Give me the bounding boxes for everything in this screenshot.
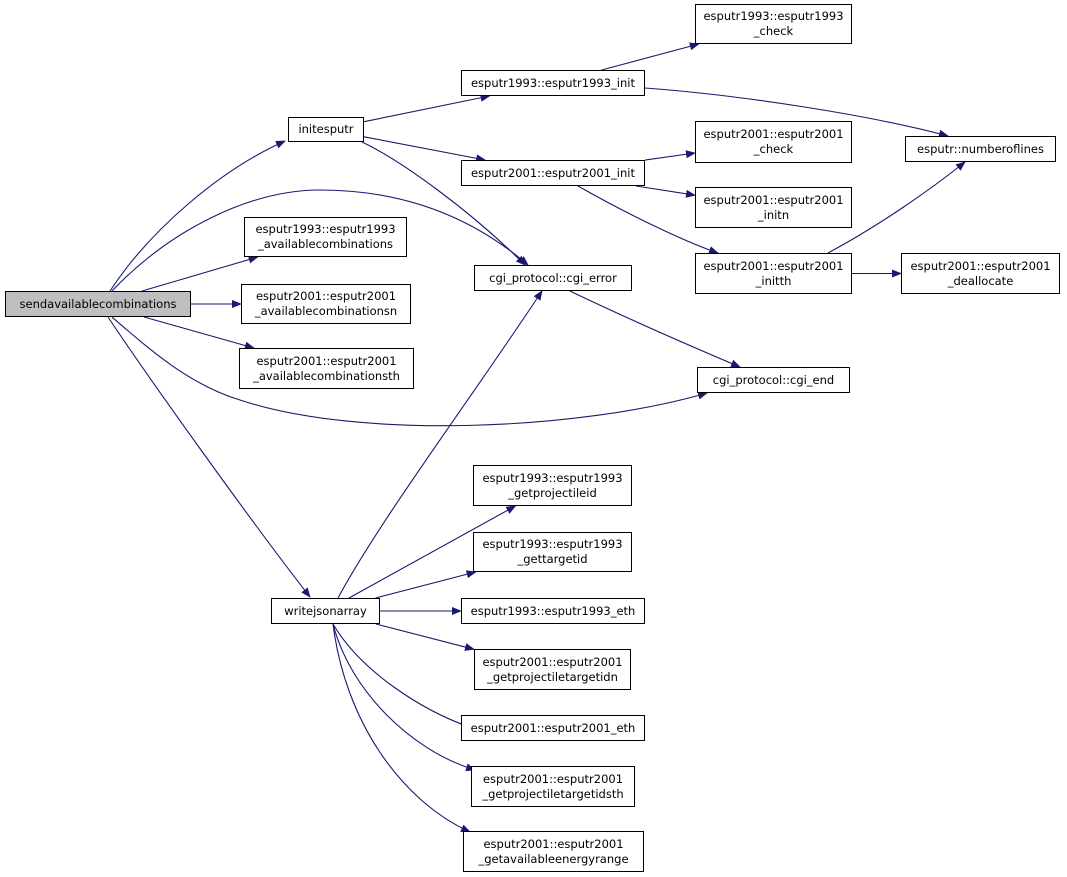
node-esputr2001-availablecombinationsn[interactable]: esputr2001::esputr2001 _availablecombina… xyxy=(241,284,411,324)
node-label: esputr1993::esputr1993 xyxy=(482,470,623,485)
node-label: _availablecombinationsn xyxy=(254,304,398,318)
edge-e01_init-to-e01_initn xyxy=(636,185,696,198)
node-writejsonarray[interactable]: writejsonarray xyxy=(271,598,380,624)
node-label: _gettargetid xyxy=(517,552,588,566)
edge-root-to-initesputr xyxy=(109,140,286,292)
node-label: _initth xyxy=(755,273,792,288)
node-esputr1993-eth[interactable]: esputr1993::esputr1993_eth xyxy=(461,598,645,624)
edge-initesputr-to-cgi_error xyxy=(361,141,526,266)
edge-root-to-writejsonarray xyxy=(107,316,311,598)
node-esputr2001-eth[interactable]: esputr2001::esputr2001_eth xyxy=(461,715,645,741)
node-esputr2001-init[interactable]: esputr2001::esputr2001_init xyxy=(461,160,645,186)
node-label: esputr2001::esputr2001 xyxy=(703,192,844,207)
edge-initesputr-to-e93_init xyxy=(363,93,491,123)
node-esputr1993-gettargetid[interactable]: esputr1993::esputr1993 _gettargetid xyxy=(473,532,632,572)
edge-writejsonarray-to-e93_gettarget xyxy=(375,570,477,599)
node-cgi-end[interactable]: cgi_protocol::cgi_end xyxy=(697,367,850,393)
node-esputr1993-check[interactable]: esputr1993::esputr1993 _check xyxy=(695,4,852,44)
edge-e01_initth-to-numberoflines xyxy=(827,161,966,254)
node-label: esputr1993::esputr1993 xyxy=(255,222,396,236)
node-label: _getprojectiletargetidn xyxy=(487,669,618,684)
node-label: _availablecombinationsth xyxy=(253,368,400,383)
node-label: cgi_protocol::cgi_error xyxy=(489,270,617,285)
node-esputr-numberoflines[interactable]: esputr::numberoflines xyxy=(905,136,1056,162)
node-esputr2001-getprojectiletargetidsth[interactable]: esputr2001::esputr2001 _getprojectiletar… xyxy=(471,766,635,807)
node-sendavailablecombinations[interactable]: sendavailablecombinations xyxy=(5,291,191,317)
node-label: cgi_protocol::cgi_end xyxy=(712,372,835,387)
node-label: esputr1993::esputr1993 xyxy=(703,9,844,23)
node-label: esputr2001::esputr2001 xyxy=(703,127,844,141)
node-esputr2001-deallocate[interactable]: esputr2001::esputr2001 _deallocate xyxy=(901,253,1060,294)
node-label: _getprojectiletargetidsth xyxy=(482,786,624,801)
node-label: esputr1993::esputr1993 xyxy=(482,537,623,551)
edge-root-to-cgi_error xyxy=(111,189,529,292)
node-label: esputr2001::esputr2001 xyxy=(255,289,397,303)
node-esputr2001-availablecombinationsth[interactable]: esputr2001::esputr2001 _availablecombina… xyxy=(239,348,414,389)
node-label: esputr2001::esputr2001 xyxy=(910,258,1051,273)
node-label: _initn xyxy=(757,207,790,222)
node-initesputr[interactable]: initesputr xyxy=(288,117,364,142)
edge-cgi_error-to-cgi_end xyxy=(569,290,741,368)
edge-writejsonarray-to-e01_getenergy xyxy=(332,623,471,833)
node-label: _getavailableenergyrange xyxy=(478,851,629,866)
node-label: sendavailablecombinations xyxy=(19,296,177,311)
node-label: esputr1993::esputr1993_eth xyxy=(470,603,636,618)
edge-root-to-e93_avail xyxy=(141,255,259,292)
node-label: esputr2001::esputr2001_init xyxy=(470,165,635,180)
node-label: esputr1993::esputr1993_init xyxy=(470,75,635,90)
node-label: _check xyxy=(753,142,794,156)
edge-writejsonarray-to-cgi_error xyxy=(337,290,543,599)
node-esputr2001-initth[interactable]: esputr2001::esputr2001 _initth xyxy=(695,253,852,294)
edge-writejsonarray-to-e93_getproj xyxy=(348,505,517,599)
edge-e93_init-to-e93_check xyxy=(601,42,700,71)
node-esputr1993-availablecombinations[interactable]: esputr1993::esputr1993 _availablecombina… xyxy=(244,217,407,257)
node-label: esputr2001::esputr2001 xyxy=(703,258,844,273)
node-esputr1993-init[interactable]: esputr1993::esputr1993_init xyxy=(461,70,645,96)
node-label: _availablecombinations xyxy=(257,237,394,251)
node-label: esputr2001::esputr2001_eth xyxy=(470,720,636,735)
node-esputr2001-getprojectiletargetidn[interactable]: esputr2001::esputr2001 _getprojectiletar… xyxy=(474,649,631,690)
edge-writejsonarray-to-e01_eth xyxy=(332,623,473,729)
node-esputr1993-getprojectileid[interactable]: esputr1993::esputr1993 _getprojectileid xyxy=(473,465,632,506)
node-label: _getprojectileid xyxy=(508,485,597,500)
edge-writejsonarray-to-e01_getprojtarget_n xyxy=(375,623,475,651)
node-label: esputr2001::esputr2001 xyxy=(256,353,397,368)
node-label: esputr::numberoflines xyxy=(917,141,1044,156)
node-esputr2001-getavailableenergyrange[interactable]: esputr2001::esputr2001 _getavailableener… xyxy=(463,831,644,872)
edge-root-to-e01_avail_th xyxy=(143,316,255,350)
node-label: esputr2001::esputr2001 xyxy=(483,836,624,851)
edge-initesputr-to-e01_init xyxy=(363,136,487,163)
edge-writejsonarray-to-e01_getprojtarget_th xyxy=(332,623,476,772)
edge-e93_init-to-numberoflines xyxy=(644,87,949,138)
node-label: esputr2001::esputr2001 xyxy=(482,654,623,669)
node-label: writejsonarray xyxy=(284,603,367,618)
node-cgi-error[interactable]: cgi_protocol::cgi_error xyxy=(474,265,632,291)
node-esputr2001-initn[interactable]: esputr2001::esputr2001 _initn xyxy=(695,187,852,228)
node-label: initesputr xyxy=(298,122,354,136)
edge-root-to-cgi_end xyxy=(111,316,708,427)
node-label: _deallocate xyxy=(947,273,1014,288)
node-label: esputr2001::esputr2001 xyxy=(482,771,624,786)
node-label: _check xyxy=(753,24,794,38)
edge-e01_init-to-e01_check xyxy=(644,150,696,161)
edge-e01_init-to-e01_initth xyxy=(577,185,719,254)
node-esputr2001-check[interactable]: esputr2001::esputr2001 _check xyxy=(695,121,852,163)
